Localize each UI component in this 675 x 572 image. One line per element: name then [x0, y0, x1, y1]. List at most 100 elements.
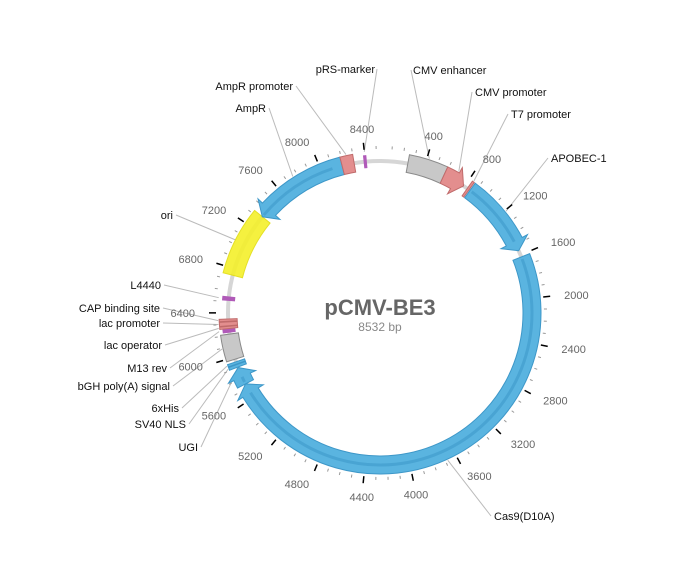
tick-label: 3200	[511, 439, 535, 451]
feature-ampr	[257, 156, 345, 221]
minor-tick	[264, 431, 268, 435]
minor-tick	[224, 252, 228, 255]
leader-lac-promoter	[162, 322, 219, 326]
minor-tick	[445, 462, 449, 466]
leader-l4440	[163, 284, 219, 299]
leader-t7-promoter	[473, 113, 509, 182]
tick-label: 2400	[561, 344, 585, 356]
label-ampr: AmpR	[235, 103, 266, 115]
minor-tick	[534, 367, 538, 370]
tick-label: 2800	[543, 395, 567, 407]
minor-tick	[518, 400, 522, 403]
major-tick	[543, 295, 551, 298]
major-tick	[237, 403, 244, 409]
scale-ticks: 4008001200160020002400280032003600400044…	[171, 124, 589, 504]
minor-tick	[449, 161, 452, 165]
minor-tick	[339, 150, 341, 154]
leader-ugi	[200, 379, 233, 448]
minor-tick	[293, 453, 297, 457]
leader-cmv-promoter	[458, 91, 473, 172]
tick-label: 800	[483, 154, 501, 166]
feature-ori	[222, 209, 271, 279]
major-tick	[271, 180, 277, 187]
tick-label: 5600	[202, 411, 226, 423]
minor-tick	[538, 271, 543, 274]
major-tick	[216, 359, 224, 364]
major-tick	[314, 154, 319, 162]
minor-tick	[304, 163, 307, 167]
feature-ampr-promoter	[339, 153, 357, 176]
label-ori: ori	[161, 210, 173, 222]
major-tick	[270, 439, 277, 446]
tick-label: 7600	[238, 165, 262, 177]
leader-lac-operator	[164, 327, 219, 346]
minor-tick	[351, 148, 353, 152]
feature-cas9-d10a	[236, 252, 542, 475]
tick-label: 6400	[171, 308, 195, 320]
major-tick	[531, 246, 539, 251]
label-bgh-poly-a-signal: bGH poly(A) signal	[78, 381, 170, 393]
major-tick	[216, 262, 224, 266]
feature-bgh-poly-a-signal	[219, 332, 245, 363]
minor-tick	[228, 382, 232, 385]
tick-label: 6000	[178, 362, 202, 374]
label-m13-rev: M13 rev	[127, 363, 167, 375]
major-tick	[456, 457, 462, 465]
feature-l4440	[222, 295, 236, 302]
major-tick	[362, 142, 365, 150]
major-tick	[411, 473, 415, 481]
minor-tick	[234, 230, 238, 233]
label-apobec-1: APOBEC-1	[551, 153, 607, 165]
tick-label: 8400	[350, 124, 374, 136]
leader-bgh-poly-a-signal	[172, 348, 223, 387]
feature-6xhis	[226, 358, 246, 368]
label-sv40-nls: SV40 NLS	[135, 419, 186, 431]
tick-label: 4800	[285, 479, 309, 491]
leader-ampr	[268, 107, 294, 177]
minor-tick	[486, 436, 490, 440]
feature-lac-promoter	[218, 320, 239, 328]
minor-tick	[477, 444, 480, 448]
label-lac-operator: lac operator	[104, 340, 162, 352]
minor-tick	[283, 176, 287, 180]
major-tick	[540, 344, 548, 348]
minor-tick	[256, 200, 259, 204]
label-ampr-promoter: AmpR promoter	[215, 81, 293, 93]
tick-label: 7200	[202, 205, 226, 217]
minor-tick	[434, 467, 437, 471]
tick-label: 3600	[467, 471, 491, 483]
minor-tick	[338, 471, 341, 476]
minor-tick	[541, 283, 545, 286]
leader-cas9-d10a	[447, 459, 492, 517]
leader-cmv-enhancer	[410, 69, 430, 159]
minor-tick	[264, 191, 268, 195]
plasmid-length: 8532 bp	[358, 320, 402, 334]
label-prs-marker: pRS-marker	[316, 64, 376, 76]
label-cmv-promoter: CMV promoter	[475, 87, 547, 99]
major-tick	[495, 428, 502, 435]
minor-tick	[216, 275, 221, 278]
tick-label: 400	[425, 131, 443, 143]
minor-tick	[537, 356, 542, 359]
feature-cas9-d10a-stripe	[249, 258, 534, 467]
leader-prs-marker	[363, 68, 378, 152]
minor-tick	[327, 468, 329, 472]
minor-tick	[255, 422, 259, 426]
minor-tick	[529, 379, 533, 382]
tick-label: 8000	[285, 137, 309, 149]
major-tick	[506, 203, 513, 210]
minor-tick	[489, 188, 493, 192]
tick-label: 1200	[523, 191, 547, 203]
major-tick	[426, 149, 431, 157]
label-t7-promoter: T7 promoter	[511, 109, 571, 121]
minor-tick	[248, 209, 252, 213]
minor-tick	[511, 410, 515, 413]
feature-arcs	[218, 153, 542, 475]
tick-label: 2000	[564, 290, 588, 302]
label-cmv-enhancer: CMV enhancer	[413, 65, 487, 77]
feature-cmv-promoter	[439, 166, 465, 195]
feature-prs-marker	[362, 155, 368, 169]
tick-label: 6800	[179, 254, 203, 266]
